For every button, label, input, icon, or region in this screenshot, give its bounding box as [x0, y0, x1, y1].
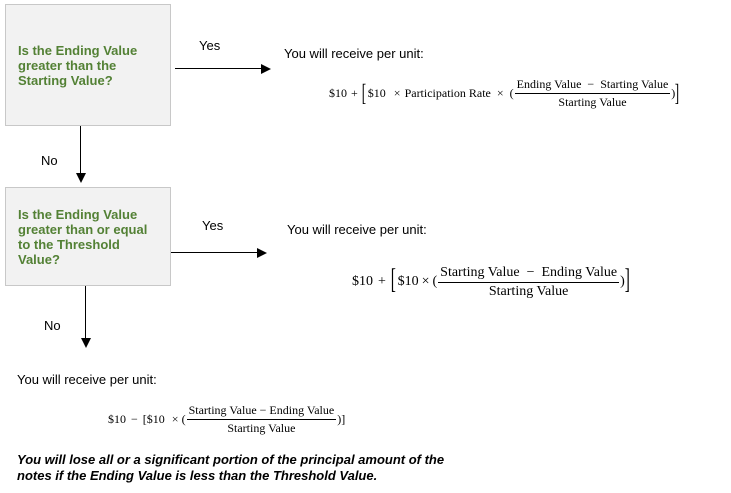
formula-1-open-bracket: [: [361, 78, 366, 106]
formula-2-base: $10: [352, 274, 373, 289]
formula-1-open-paren: (: [509, 85, 514, 100]
decision-2-question: Is the Ending Value greater than or equa…: [18, 206, 148, 267]
no-connector-1: [80, 126, 81, 174]
loss-warning-note: You will lose all or a significant porti…: [17, 452, 445, 483]
formula-2-numerator: Starting Value − Ending Value: [438, 265, 620, 283]
no-arrowhead-1: [76, 173, 86, 183]
formula-3-base: $10: [108, 411, 126, 426]
outcome-2-heading: You will receive per unit:: [287, 222, 427, 237]
formula-1-base: $10: [329, 85, 347, 100]
formula-2-close-paren: ): [620, 274, 625, 289]
formula-1-fraction: Ending Value − Starting Value Starting V…: [514, 77, 671, 110]
decision-1-question: Is the Ending Value greater than the Sta…: [18, 42, 138, 88]
outcome-1-heading: You will receive per unit:: [284, 46, 424, 61]
no-label-2: No: [44, 318, 61, 333]
formula-3-denominator: Starting Value: [227, 420, 296, 435]
formula-1-times2: ×: [496, 85, 504, 100]
formula-1-factor: Participation Rate: [404, 85, 491, 100]
no-label-1: No: [41, 153, 58, 168]
formula-3-fraction: Starting Value − Ending Value Starting V…: [186, 403, 337, 436]
yes-connector-1: [175, 68, 261, 69]
formula-3-close: )]: [337, 411, 346, 426]
yes-connector-2: [171, 252, 257, 253]
formula-1-close-paren: ): [671, 85, 676, 100]
formula-2-denominator: Starting Value: [488, 283, 569, 299]
formula-3-open-paren: (: [181, 411, 186, 426]
formula-1-times: ×: [393, 85, 401, 100]
yes-label-1: Yes: [199, 38, 221, 53]
formula-2-fraction: Starting Value − Ending Value Starting V…: [438, 265, 620, 300]
outcome-2-formula: $10 + [ $10 × ( Starting Value − Ending …: [352, 262, 630, 302]
formula-2-inner: $10: [397, 274, 419, 289]
yes-arrowhead-2: [257, 248, 267, 258]
no-connector-2: [85, 286, 86, 338]
formula-1-plus: +: [351, 85, 358, 100]
outcome-1-formula: $10 + [ $10 × Participation Rate × ( End…: [329, 74, 679, 112]
formula-3-times: ×: [171, 411, 179, 426]
decision-box-1: Is the Ending Value greater than the Sta…: [5, 4, 171, 126]
formula-1-inner: $10: [367, 85, 386, 100]
outcome-3-formula: $10 − [$10 × ( Starting Value − Ending V…: [108, 401, 345, 437]
formula-1-numerator: Ending Value − Starting Value: [514, 77, 671, 94]
yes-arrowhead-1: [261, 64, 271, 74]
formula-1-denominator: Starting Value: [558, 94, 627, 109]
formula-2-times: ×: [421, 274, 430, 289]
formula-2-plus: +: [378, 274, 386, 289]
formula-2-open-bracket: [: [390, 266, 396, 296]
formula-1-close-bracket: ]: [675, 78, 680, 106]
yes-label-2: Yes: [202, 218, 224, 233]
outcome-3-heading: You will receive per unit:: [17, 372, 157, 387]
formula-3-numerator: Starting Value − Ending Value: [186, 403, 337, 420]
formula-2-close-bracket: ]: [624, 266, 630, 296]
formula-3-minus: −: [131, 411, 138, 426]
decision-box-2: Is the Ending Value greater than or equa…: [5, 187, 171, 286]
no-arrowhead-2: [81, 338, 91, 348]
formula-3-open-bracket: [$10: [142, 411, 165, 426]
formula-2-open-paren: (: [432, 274, 438, 289]
